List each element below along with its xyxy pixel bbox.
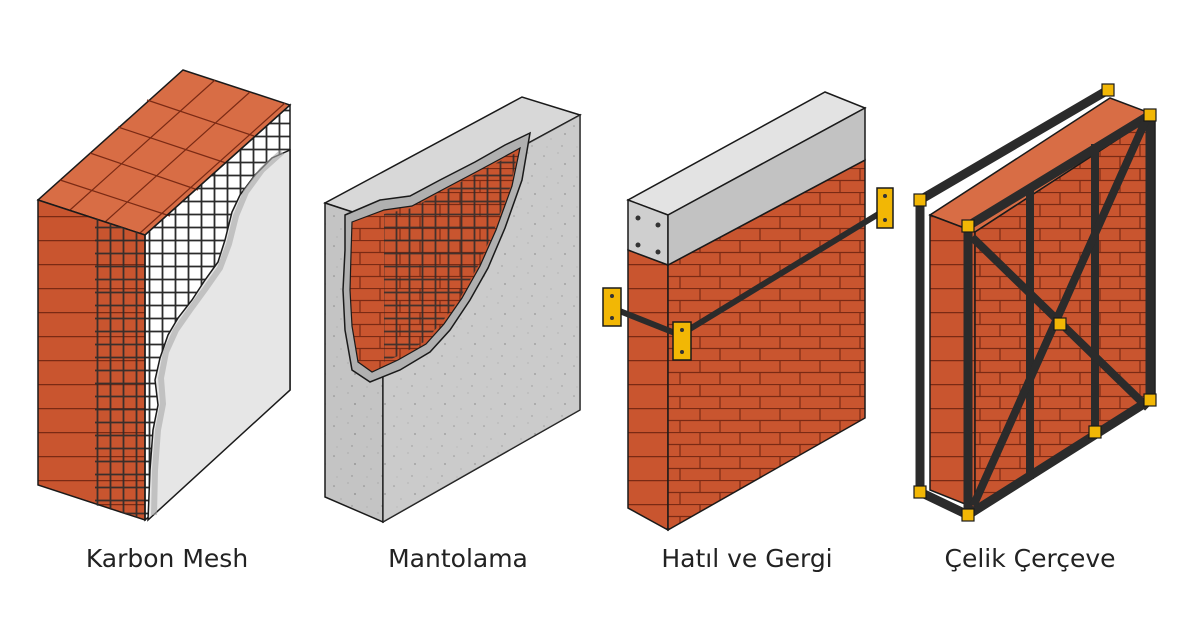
beam-bolt (635, 242, 641, 248)
top-brick-joints (59, 79, 286, 234)
caption-mantolama: Mantolama (388, 544, 528, 573)
celik-cerceve-illustration (913, 83, 1157, 522)
bracket-plate (672, 321, 692, 361)
beam-bolt (655, 222, 661, 228)
steel-mesh-layer (384, 152, 518, 362)
carbon-mesh-layer (95, 218, 145, 520)
steel-frame (913, 83, 1157, 522)
plaster-layer (147, 148, 291, 522)
tie-rod (610, 305, 682, 338)
corner-brackets (913, 83, 1157, 522)
caption-karbon-mesh: Karbon Mesh (85, 544, 249, 573)
karbon-mesh-illustration (36, 69, 292, 522)
beam-bolt (655, 249, 661, 255)
hatil-ve-gergi-illustration (602, 91, 894, 532)
bracket-plate (876, 187, 894, 229)
mantolama-illustration (323, 96, 582, 524)
caption-hatil-ve-gergi: Hatıl ve Gergi (661, 544, 833, 573)
beam-front-face (667, 106, 866, 267)
caption-celik-cerceve: Çelik Çerçeve (944, 544, 1116, 573)
plaster-edge (151, 149, 285, 516)
bracket-plate (602, 287, 622, 327)
wall-end-face (627, 248, 669, 532)
tie-rod (678, 207, 887, 338)
beam-bolt (635, 215, 641, 221)
